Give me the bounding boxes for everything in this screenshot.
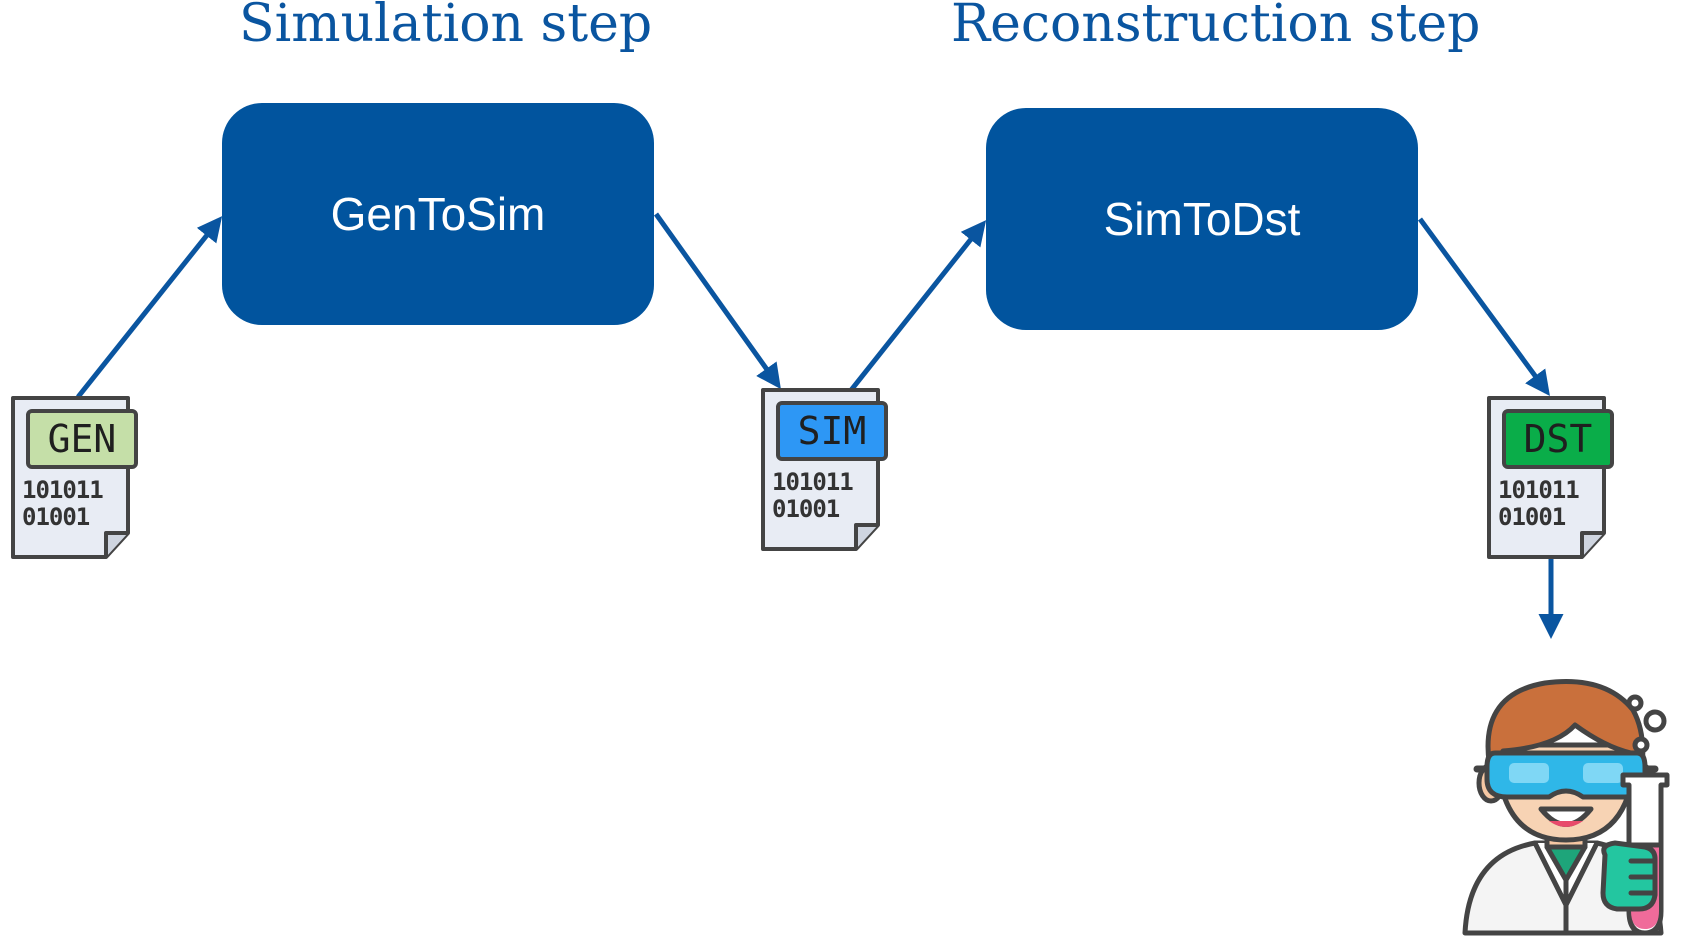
gen-tag-label: GEN bbox=[47, 417, 117, 461]
simtodst-box: SimToDst bbox=[986, 108, 1418, 330]
arrow-sim-to-simtodst bbox=[846, 220, 987, 396]
dst-bits: 101011 01001 bbox=[1498, 477, 1598, 531]
simtodst-label: SimToDst bbox=[1103, 193, 1301, 245]
simulation-step-title: Simulation step bbox=[239, 0, 653, 54]
arrow-gentosim-to-sim bbox=[653, 212, 781, 390]
dst-bits-line1: 101011 bbox=[1498, 476, 1580, 504]
gen-bits: 101011 01001 bbox=[22, 477, 122, 531]
sim-tag-label: SIM bbox=[797, 409, 867, 453]
dst-tag: DST bbox=[1502, 409, 1614, 469]
sim-bits-line1: 101011 bbox=[772, 468, 854, 496]
dst-tag-label: DST bbox=[1523, 417, 1593, 461]
gen-file-icon: GEN 101011 01001 bbox=[10, 395, 145, 565]
sim-bits: 101011 01001 bbox=[772, 469, 872, 523]
dst-bits-line2: 01001 bbox=[1498, 503, 1566, 531]
gen-tag: GEN bbox=[26, 409, 138, 469]
gen-bits-line1: 101011 bbox=[22, 476, 104, 504]
gen-bits-line2: 01001 bbox=[22, 503, 90, 531]
arrow-gen-to-gentosim bbox=[76, 216, 223, 399]
reconstruction-step-title: Reconstruction step bbox=[951, 0, 1481, 54]
scientist-icon bbox=[1462, 679, 1670, 936]
arrow-simtodst-to-dst bbox=[1417, 217, 1550, 397]
sim-bits-line2: 01001 bbox=[772, 495, 840, 523]
gentosim-label: GenToSim bbox=[330, 188, 546, 240]
dst-file-icon: DST 101011 01001 bbox=[1486, 395, 1621, 565]
gentosim-box: GenToSim bbox=[222, 103, 654, 325]
sim-file-icon: SIM 101011 01001 bbox=[760, 387, 895, 557]
sim-tag: SIM bbox=[776, 401, 888, 461]
